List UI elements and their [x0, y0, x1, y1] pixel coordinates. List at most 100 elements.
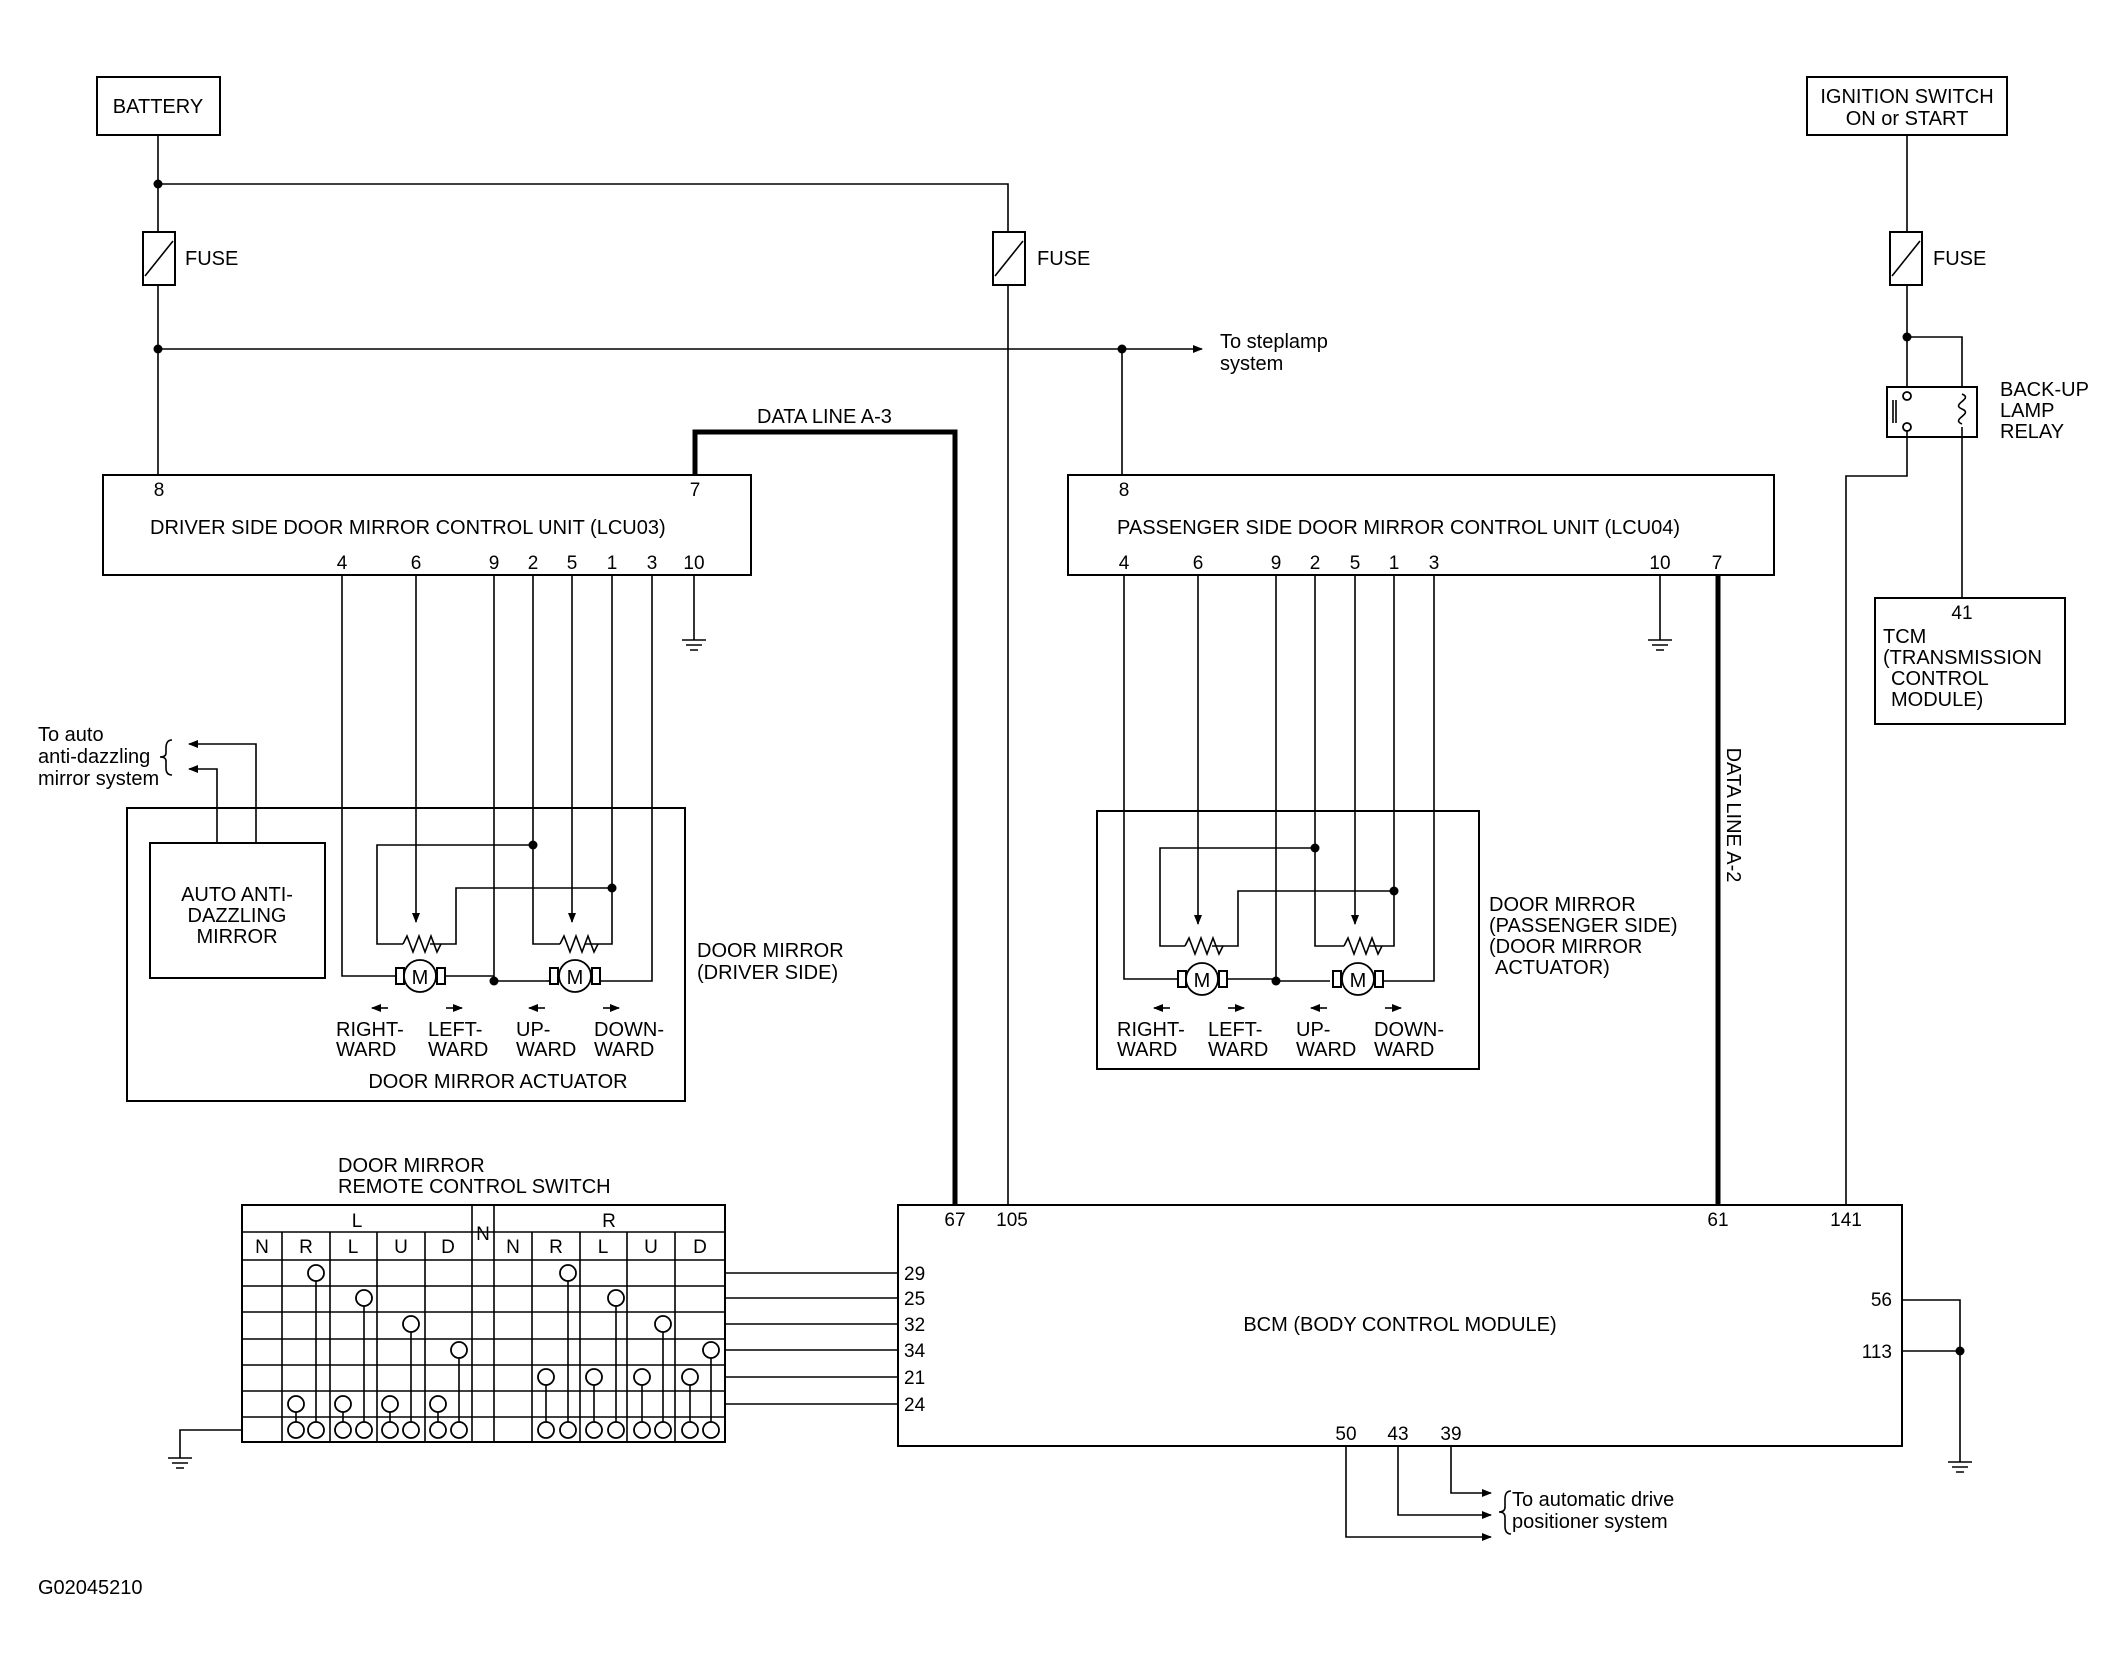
motor-letter: M [1350, 970, 1367, 992]
switch-col-l-l: L [348, 1237, 359, 1258]
motor-letter: M [412, 967, 429, 989]
lcu04-pin-10: 10 [1649, 553, 1670, 574]
driver-dir-left-1: LEFT- [428, 1019, 482, 1041]
bcm-pin-50: 50 [1335, 1424, 1356, 1445]
pass-dir-left-1: LEFT- [1208, 1019, 1262, 1041]
pass-dir-down-1: DOWN- [1374, 1019, 1444, 1041]
lcu03-pin-6: 6 [411, 553, 422, 574]
bcm-pin-141: 141 [1830, 1210, 1862, 1231]
remote-control-switch [241, 1204, 726, 1443]
auto-mirror-label-2: DAZZLING [188, 905, 287, 927]
lcu04-pin-6: 6 [1193, 553, 1204, 574]
anti-dazzle-note-2: anti-dazzling [38, 746, 150, 768]
bcm-pin-113: 113 [1862, 1342, 1892, 1363]
driver-dir-left-2: WARD [428, 1039, 488, 1061]
bcm-box: 67 105 61 141 29 25 32 34 21 24 BCM (BOD… [897, 1204, 1903, 1447]
lcu03-pin-5: 5 [567, 553, 578, 574]
ignition-label-1: IGNITION SWITCH [1820, 86, 1993, 108]
ignition-label-2: ON or START [1846, 108, 1969, 130]
pass-dir-right-1: RIGHT- [1117, 1019, 1185, 1041]
battery-label: BATTERY [113, 96, 203, 118]
backup-lamp-relay: BACK-UP LAMP RELAY [1886, 379, 2089, 443]
driver-dir-right-2: WARD [336, 1039, 396, 1061]
lcu04-pin-5: 5 [1350, 553, 1361, 574]
anti-dazzle-note-1: To auto [38, 724, 104, 746]
tcm-pin: 41 [1951, 603, 1972, 624]
bcm-pin-61: 61 [1707, 1210, 1728, 1231]
bcm-name: BCM (BODY CONTROL MODULE) [1243, 1314, 1556, 1336]
fuse-3-label: FUSE [1933, 248, 1986, 270]
switch-contacts [287, 1264, 720, 1439]
driver-dir-right-1: RIGHT- [336, 1019, 404, 1041]
lcu03-pin-3: 3 [647, 553, 658, 574]
driver-motor-lr: M [395, 959, 546, 993]
lcu04-pin-9: 9 [1271, 553, 1282, 574]
tcm-label-4: MODULE) [1891, 689, 1983, 711]
lcu04-pin-7: 7 [1712, 553, 1723, 574]
lcu04-pin-1: 1 [1389, 553, 1400, 574]
relay-label-2: LAMP [2000, 400, 2054, 422]
lcu04-box: 8 PASSENGER SIDE DOOR MIRROR CONTROL UNI… [1067, 474, 1775, 576]
auto-drive-note-1: To automatic drive [1512, 1489, 1674, 1511]
lcu03-pin-4: 4 [337, 553, 348, 574]
switch-col-r-r: R [549, 1237, 563, 1258]
switch-col-r-l: L [598, 1237, 609, 1258]
door-mirror-actuator-label: DOOR MIRROR ACTUATOR [368, 1071, 627, 1093]
passenger-mirror-label-4: ACTUATOR) [1495, 957, 1610, 979]
driver-dir-up-1: UP- [516, 1019, 550, 1041]
passenger-mirror-label-3: (DOOR MIRROR [1489, 936, 1642, 958]
bcm-pin-29: 29 [904, 1264, 925, 1285]
remote-switch-title-2: REMOTE CONTROL SWITCH [338, 1176, 611, 1198]
steplamp-note-1: To steplamp [1220, 331, 1328, 353]
bcm-pin-56: 56 [1871, 1290, 1892, 1311]
lcu03-pin-2: 2 [528, 553, 539, 574]
passenger-motor-ud: M [1332, 962, 1384, 996]
bcm-pin-39: 39 [1440, 1424, 1461, 1445]
bcm-pin-34: 34 [904, 1341, 926, 1362]
lcu03-pin-7: 7 [690, 480, 701, 501]
ignition-switch-box: IGNITION SWITCH ON or START [1806, 76, 2008, 136]
lcu04-pin-4: 4 [1119, 553, 1130, 574]
bcm-pin-105: 105 [996, 1210, 1028, 1231]
auto-drive-note-2: positioner system [1512, 1511, 1668, 1533]
fuse-2: FUSE [992, 231, 1090, 286]
fuse-2-label: FUSE [1037, 248, 1090, 270]
driver-motor-ud: M [549, 959, 601, 993]
fuse-1-label: FUSE [185, 248, 238, 270]
pass-dir-down-2: WARD [1374, 1039, 1434, 1061]
driver-mirror-assembly: AUTO ANTI- DAZZLING MIRROR DOOR MIRROR A… [126, 807, 686, 1102]
bcm-pin-43: 43 [1387, 1424, 1408, 1445]
bcm-pin-21: 21 [904, 1368, 925, 1389]
steplamp-note-2: system [1220, 353, 1283, 375]
tcm-box: 41 TCM (TRANSMISSION CONTROL MODULE) [1874, 597, 2066, 725]
lcu03-pin-9: 9 [489, 553, 500, 574]
switch-col-l-r: R [299, 1237, 313, 1258]
tcm-label-2: (TRANSMISSION [1883, 647, 2042, 669]
lcu04-pin-8: 8 [1119, 480, 1130, 501]
switch-col-l-d: D [441, 1237, 455, 1258]
lcu04-pin-3: 3 [1429, 553, 1440, 574]
switch-group-r: R [602, 1211, 616, 1232]
data-line-a3-label: DATA LINE A-3 [757, 406, 892, 428]
lcu04-pin-2: 2 [1310, 553, 1321, 574]
lcu03-pin-1: 1 [607, 553, 618, 574]
anti-dazzle-note-3: mirror system [38, 768, 159, 790]
tcm-label-1: TCM [1883, 626, 1926, 648]
driver-dir-down-2: WARD [594, 1039, 654, 1061]
pass-dir-right-2: WARD [1117, 1039, 1177, 1061]
tcm-label-3: CONTROL [1891, 668, 1989, 690]
door-mirror-driver-label-1: DOOR MIRROR [697, 940, 844, 962]
passenger-motor-lr: M [1177, 962, 1330, 996]
door-mirror-driver-label-2: (DRIVER SIDE) [697, 962, 838, 984]
passenger-mirror-label-1: DOOR MIRROR [1489, 894, 1636, 916]
bcm-pin-25: 25 [904, 1289, 925, 1310]
lcu03-pin-10: 10 [683, 553, 704, 574]
data-line-a2-label: DATA LINE A-2 [1722, 748, 1744, 883]
lcu03-pin-8: 8 [154, 480, 165, 501]
relay-label-1: BACK-UP [2000, 379, 2089, 401]
switch-col-r-n: N [506, 1237, 520, 1258]
driver-dir-down-1: DOWN- [594, 1019, 664, 1041]
passenger-mirror-label-2: (PASSENGER SIDE) [1489, 915, 1678, 937]
fuse-3: FUSE [1889, 231, 1986, 286]
switch-group-l: L [352, 1211, 363, 1232]
